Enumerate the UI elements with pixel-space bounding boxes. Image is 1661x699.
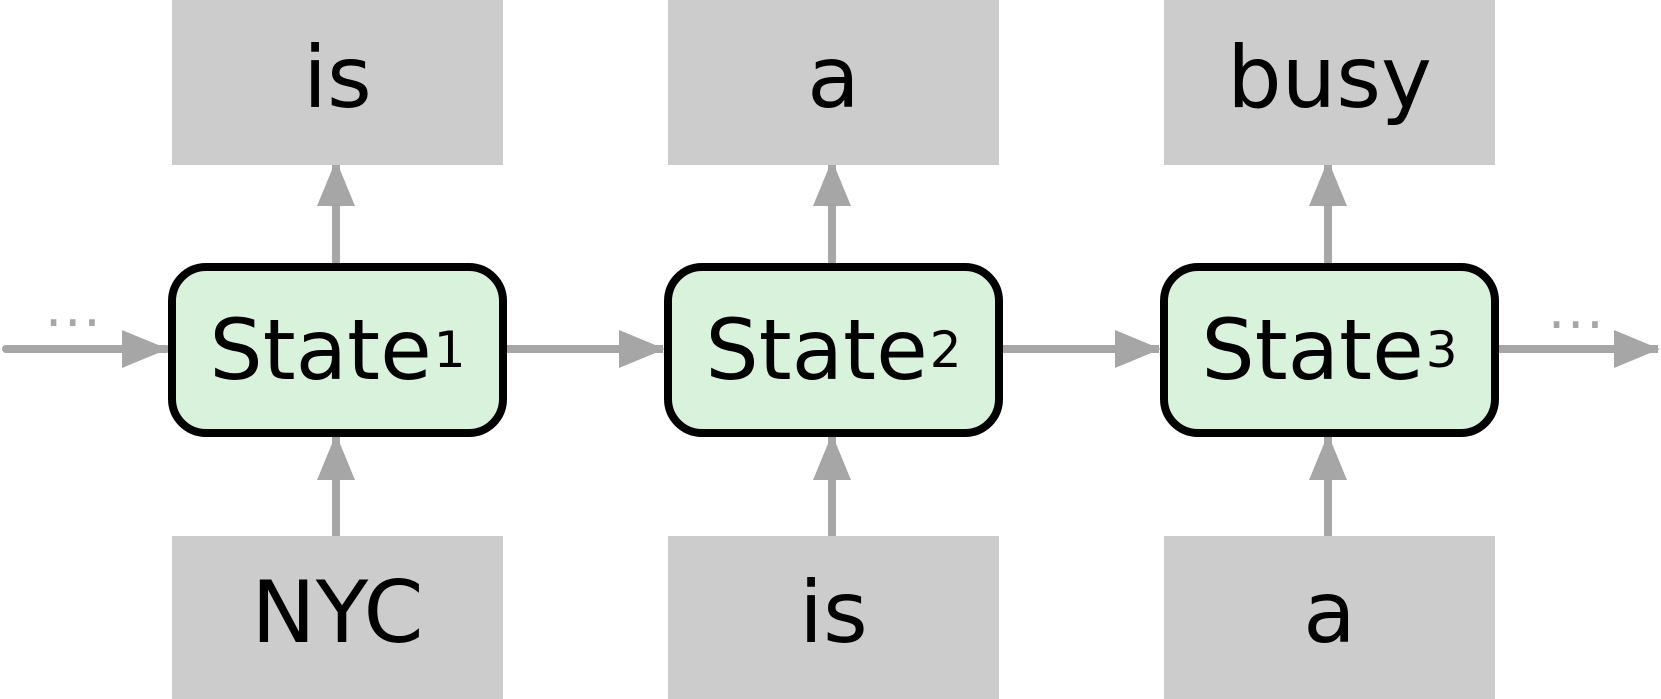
ellipsis-left: ... bbox=[45, 276, 103, 339]
input-word-box-1: NYC bbox=[172, 536, 503, 699]
ellipsis-right: ... bbox=[1548, 278, 1606, 341]
input-word-3: a bbox=[1303, 562, 1356, 663]
output-word-2: a bbox=[807, 27, 860, 128]
output-word-box-2: a bbox=[668, 0, 999, 165]
output-word-3: busy bbox=[1227, 27, 1432, 128]
output-word-box-3: busy bbox=[1164, 0, 1495, 165]
state-label-2: State bbox=[705, 301, 928, 399]
output-word-box-1: is bbox=[172, 0, 503, 165]
input-word-1: NYC bbox=[251, 562, 424, 663]
input-word-2: is bbox=[799, 562, 868, 663]
input-word-box-2: is bbox=[668, 536, 999, 699]
output-word-1: is bbox=[303, 27, 372, 128]
state-subscript-3: 3 bbox=[1425, 321, 1458, 379]
state-subscript-1: 1 bbox=[433, 321, 466, 379]
state-label-1: State bbox=[209, 301, 432, 399]
state-label-3: State bbox=[1201, 301, 1424, 399]
input-word-box-3: a bbox=[1164, 536, 1495, 699]
state-subscript-2: 2 bbox=[929, 321, 962, 379]
